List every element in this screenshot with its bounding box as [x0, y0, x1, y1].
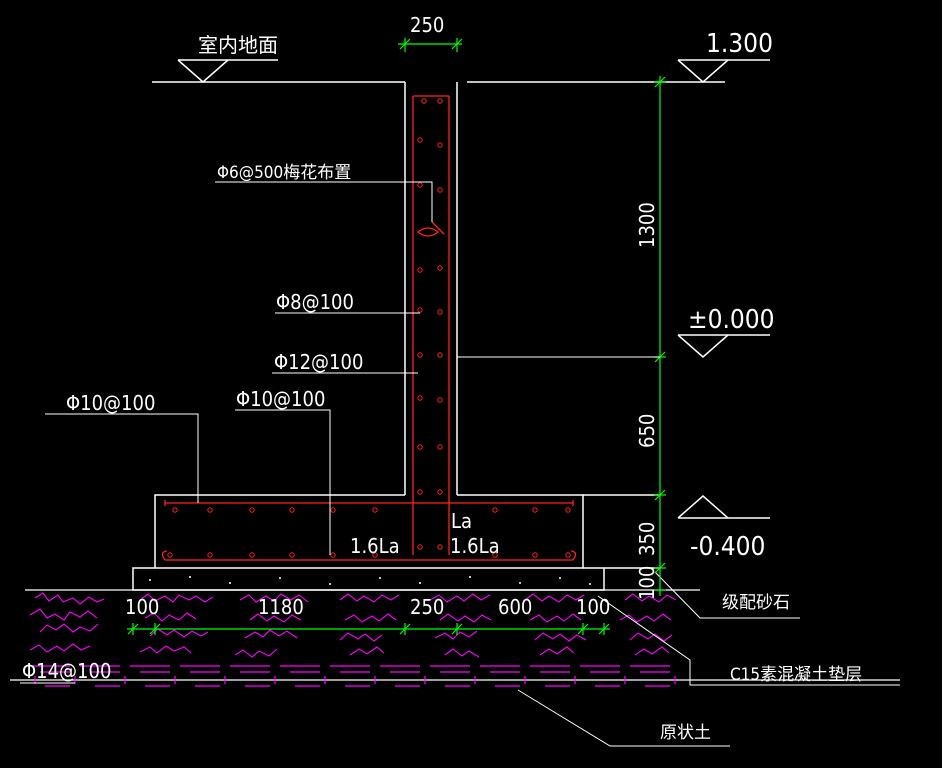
leader-lines — [20, 181, 900, 747]
rebar-phi10-left-label: Φ10@100 — [66, 391, 155, 415]
la-label: La — [451, 509, 472, 533]
dim-650-label: 650 — [635, 414, 659, 448]
gravel-hatch — [29, 592, 677, 658]
vertical-dimension — [654, 76, 666, 596]
elev-bottom-label: -0.400 — [690, 532, 765, 562]
rebar-phi10-mid-label: Φ10@100 — [236, 387, 325, 411]
wall-thickness-dimension — [398, 38, 463, 52]
dim-b5-label: 100 — [576, 595, 610, 619]
elev-zero-label: ±0.000 — [688, 305, 775, 335]
concrete-outline — [132, 82, 660, 591]
gravel-label: 级配砂石 — [722, 593, 790, 613]
cushion-label: C15素混凝土垫层 — [730, 665, 862, 685]
soil-label: 原状土 — [660, 723, 711, 743]
rebar-tie-label: Φ6@500梅花布置 — [217, 163, 351, 183]
dim-b2-label: 1180 — [258, 595, 304, 619]
elev-zero-marker — [677, 334, 770, 358]
dim-100-right-label: 100 — [635, 566, 659, 600]
indoor-floor-label: 室内地面 — [198, 33, 278, 57]
soil-hatch — [30, 665, 676, 687]
wall-thickness-label: 250 — [410, 13, 444, 37]
dim-b3-label: 250 — [410, 595, 444, 619]
elev-top-marker — [677, 59, 770, 83]
la16-left-label: 1.6La — [350, 534, 400, 558]
la16-right-label: 1.6La — [450, 534, 500, 558]
bottom-dimension — [127, 623, 610, 635]
rebar-phi14-label: Φ14@100 — [22, 659, 111, 683]
rebar-cage — [161, 95, 577, 561]
dim-350-label: 350 — [635, 522, 659, 556]
dim-b4-label: 600 — [498, 595, 532, 619]
cushion-speckle — [149, 576, 591, 585]
rebar-phi12-label: Φ12@100 — [274, 350, 363, 374]
rebar-phi8-label: Φ8@100 — [276, 290, 354, 314]
dim-b1-label: 100 — [125, 595, 159, 619]
elev-bottom-marker — [677, 495, 770, 519]
dim-1300-label: 1300 — [635, 202, 659, 248]
rebar-dots — [167, 98, 571, 558]
indoor-floor-marker — [177, 59, 278, 83]
elev-top-label: 1.300 — [706, 29, 773, 59]
